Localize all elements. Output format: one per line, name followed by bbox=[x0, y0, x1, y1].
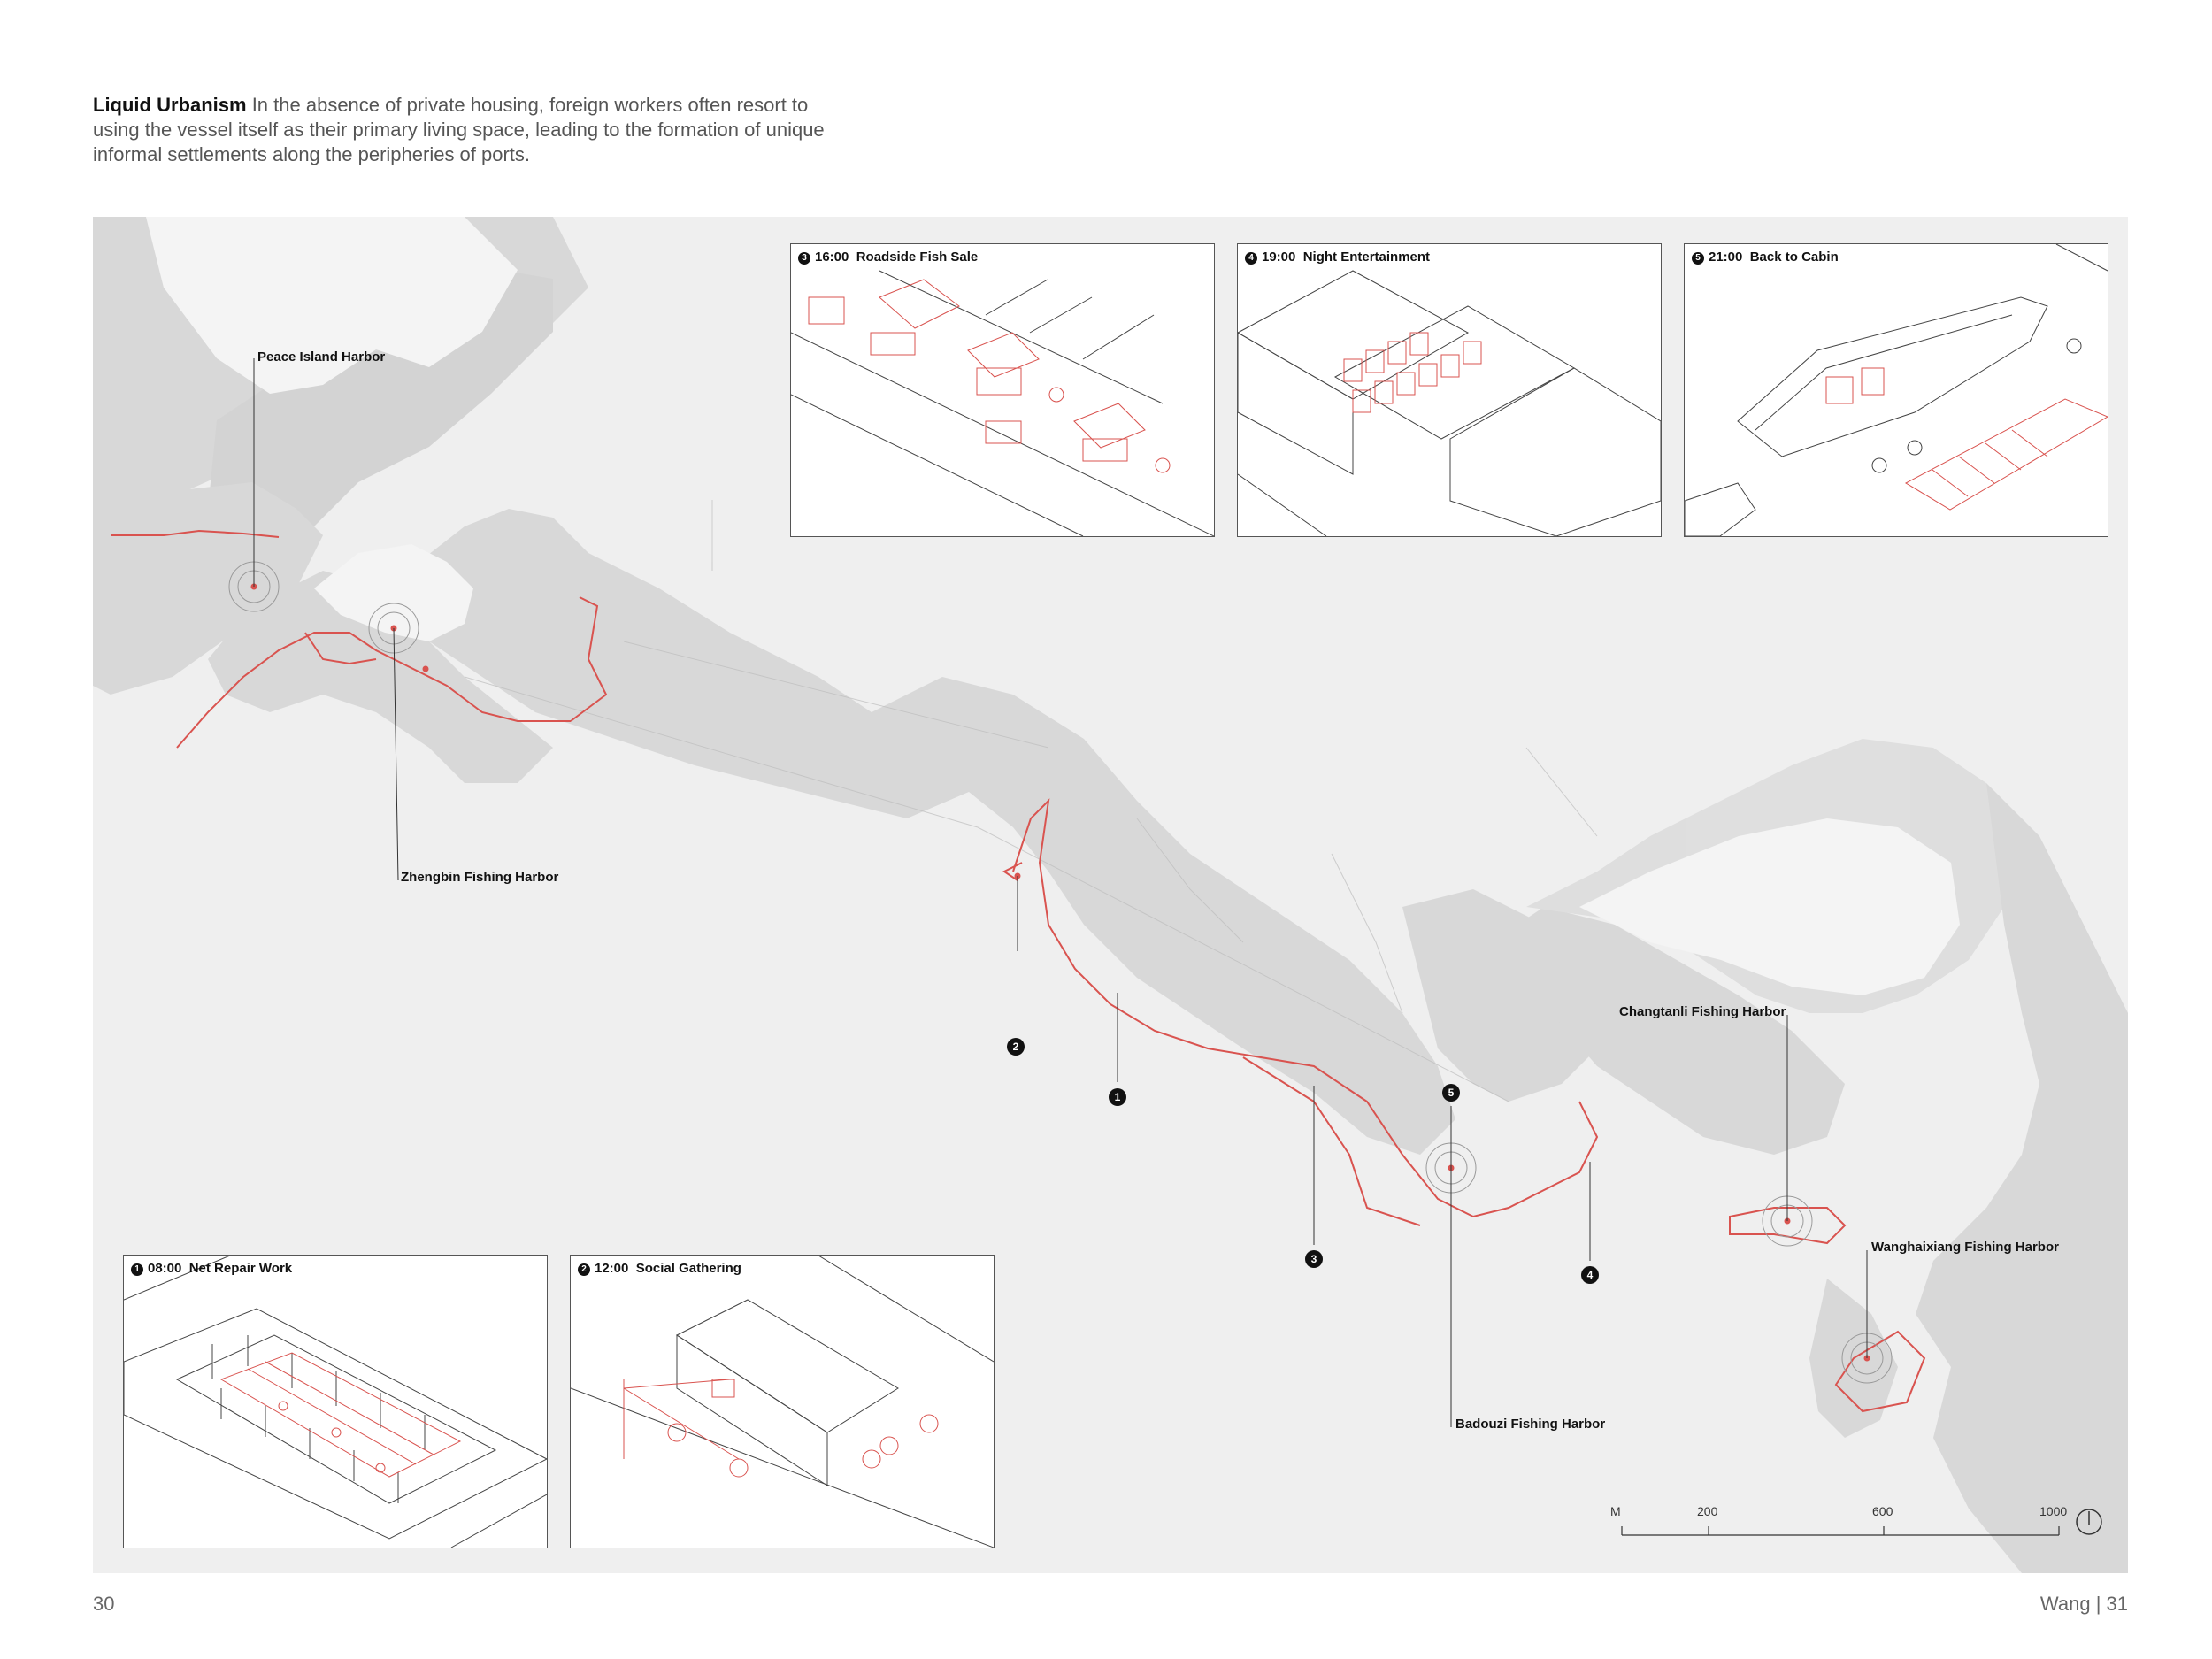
fish-sale-illustration bbox=[791, 270, 1214, 536]
marker-2: 2 bbox=[1007, 1038, 1025, 1056]
panel-back-to-cabin: 5 21:00 Back to Cabin bbox=[1684, 243, 2108, 537]
panel-heading: Night Entertainment bbox=[1302, 250, 1431, 265]
panel-title: 5 21:00 Back to Cabin bbox=[1692, 250, 1839, 265]
marker-4: 4 bbox=[1581, 1266, 1599, 1284]
scale-tick-1000: 1000 bbox=[2039, 1504, 2068, 1518]
harbor-label-badouzi: Badouzi Fishing Harbor bbox=[1455, 1417, 1606, 1432]
scale-tick-200: 200 bbox=[1697, 1504, 1718, 1518]
marker-3: 3 bbox=[1305, 1250, 1323, 1268]
panel-time: 21:00 bbox=[1709, 250, 1743, 265]
intro-title: Liquid Urbanism bbox=[93, 94, 247, 116]
panel-title: 2 12:00 Social Gathering bbox=[578, 1261, 741, 1276]
panel-heading: Net Repair Work bbox=[188, 1261, 293, 1276]
panel-heading: Back to Cabin bbox=[1749, 250, 1839, 265]
panel-time: 12:00 bbox=[595, 1261, 629, 1276]
north-arrow-icon bbox=[2076, 1509, 2102, 1535]
panel-number: 4 bbox=[1245, 252, 1257, 265]
harbor-map: Peace Island Harbor Zhengbin Fishing Har… bbox=[93, 217, 2128, 1573]
panel-number: 5 bbox=[1692, 252, 1704, 265]
scale-bar-line bbox=[1621, 1526, 2060, 1536]
panel-title: 3 16:00 Roadside Fish Sale bbox=[798, 250, 978, 265]
panel-time: 19:00 bbox=[1262, 250, 1296, 265]
panel-heading: Social Gathering bbox=[635, 1261, 741, 1276]
harbor-label-peace-island: Peace Island Harbor bbox=[257, 349, 386, 365]
panel-net-repair-work: 1 08:00 Net Repair Work bbox=[123, 1255, 548, 1548]
panel-number: 1 bbox=[131, 1263, 143, 1276]
harbor-label-changtanli: Changtanli Fishing Harbor bbox=[1619, 1004, 1786, 1019]
harbor-label-zhengbin: Zhengbin Fishing Harbor bbox=[401, 870, 559, 885]
intro-text: In the absence of private housing, forei… bbox=[93, 94, 825, 165]
marker-5: 5 bbox=[1442, 1084, 1460, 1102]
map-base bbox=[93, 217, 2128, 1573]
page-number-left: 30 bbox=[93, 1593, 115, 1615]
panel-title: 4 19:00 Night Entertainment bbox=[1245, 250, 1430, 265]
panel-time: 08:00 bbox=[148, 1261, 182, 1276]
panel-number: 2 bbox=[578, 1263, 590, 1276]
scale-unit: M bbox=[1610, 1504, 1621, 1518]
panel-heading: Roadside Fish Sale bbox=[856, 250, 979, 265]
intro-paragraph: Liquid Urbanism In the absence of privat… bbox=[93, 93, 836, 167]
net-repair-illustration bbox=[124, 1256, 547, 1548]
scale-tick-600: 600 bbox=[1872, 1504, 1893, 1518]
panel-roadside-fish-sale: 3 16:00 Roadside Fish Sale bbox=[790, 243, 1215, 537]
panel-time: 16:00 bbox=[815, 250, 849, 265]
panel-night-entertainment: 4 19:00 Night Entertainment bbox=[1237, 243, 1662, 537]
page-number-right: Wang | 31 bbox=[2039, 1593, 2128, 1615]
panel-number: 3 bbox=[798, 252, 810, 265]
marker-1: 1 bbox=[1109, 1088, 1126, 1106]
social-gathering-illustration bbox=[571, 1256, 994, 1548]
harbor-label-wanghaixiang: Wanghaixiang Fishing Harbor bbox=[1871, 1240, 2059, 1255]
cabin-boat-illustration bbox=[1685, 244, 2108, 536]
panel-title: 1 08:00 Net Repair Work bbox=[131, 1261, 292, 1276]
night-entertainment-illustration bbox=[1238, 270, 1661, 536]
panel-social-gathering: 2 12:00 Social Gathering bbox=[570, 1255, 995, 1548]
